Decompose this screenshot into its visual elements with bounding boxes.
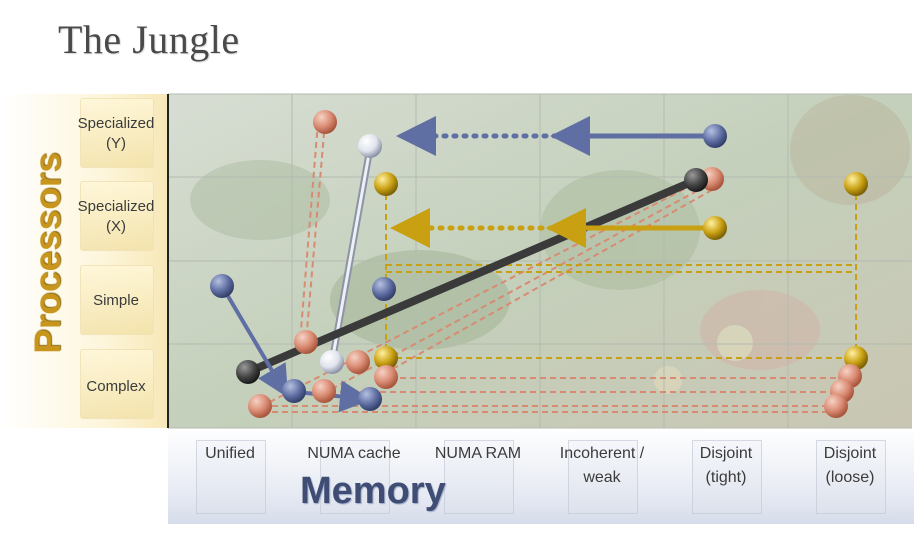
chip-simple-icon <box>80 265 154 335</box>
col-label-incoherent: Incoherent / weak <box>559 445 645 486</box>
row-label-specialized-x: Specialized (X) <box>77 198 155 235</box>
slide-title: The Jungle <box>58 17 240 62</box>
silver-rod-highlight <box>330 146 372 364</box>
dark-ball <box>236 360 260 384</box>
chip-complex-icon <box>80 349 154 419</box>
blue-ball <box>372 277 396 301</box>
silver-ball <box>358 134 382 158</box>
memory-numa-ram-icon <box>444 440 514 514</box>
salmon-ball <box>824 394 848 418</box>
col-label-disjoint-tight: Disjoint (tight) <box>699 445 753 486</box>
gold-ball <box>374 172 398 196</box>
row-label-specialized-y: Specialized (Y) <box>77 115 155 152</box>
blue-arrow-down <box>220 284 289 398</box>
salmon-ball <box>294 330 318 354</box>
gold-ball <box>374 346 398 370</box>
col-label-unified: Unified <box>205 445 255 462</box>
row-label-simple: Simple <box>93 292 139 309</box>
col-label-numa-ram: NUMA RAM <box>434 445 522 462</box>
salmon-ball <box>346 350 370 374</box>
memory-axis-label: Memory <box>300 470 446 512</box>
blue-ball <box>703 124 727 148</box>
salmon-ball <box>374 365 398 389</box>
silver-ball <box>320 350 344 374</box>
grid-lines <box>168 93 912 429</box>
gold-ball <box>844 172 868 196</box>
dark-ball <box>684 168 708 192</box>
chip-specialized-x-icon <box>80 181 154 251</box>
memory-numa-cache-icon <box>320 440 390 514</box>
blue-ball <box>282 379 306 403</box>
memory-band <box>168 428 914 524</box>
gold-dashed-links <box>385 184 857 359</box>
memory-unified-icon <box>196 440 266 514</box>
col-label-disjoint-loose: Disjoint (loose) <box>823 445 877 486</box>
memory-disjoint-tight-icon <box>692 440 762 514</box>
salmon-ball <box>312 379 336 403</box>
chip-specialized-y-icon <box>80 98 154 168</box>
blue-ball <box>358 387 382 411</box>
col-label-numa-cache: NUMA cache <box>307 445 401 462</box>
salmon-ball <box>248 394 272 418</box>
gold-ball <box>703 216 727 240</box>
memory-incoherent-icon <box>568 440 638 514</box>
blue-ball <box>210 274 234 298</box>
ball-markers <box>210 110 868 418</box>
dark-rod <box>244 176 700 376</box>
memory-disjoint-loose-icon <box>816 440 886 514</box>
salmon-ball <box>313 110 337 134</box>
row-label-complex: Complex <box>86 378 146 395</box>
